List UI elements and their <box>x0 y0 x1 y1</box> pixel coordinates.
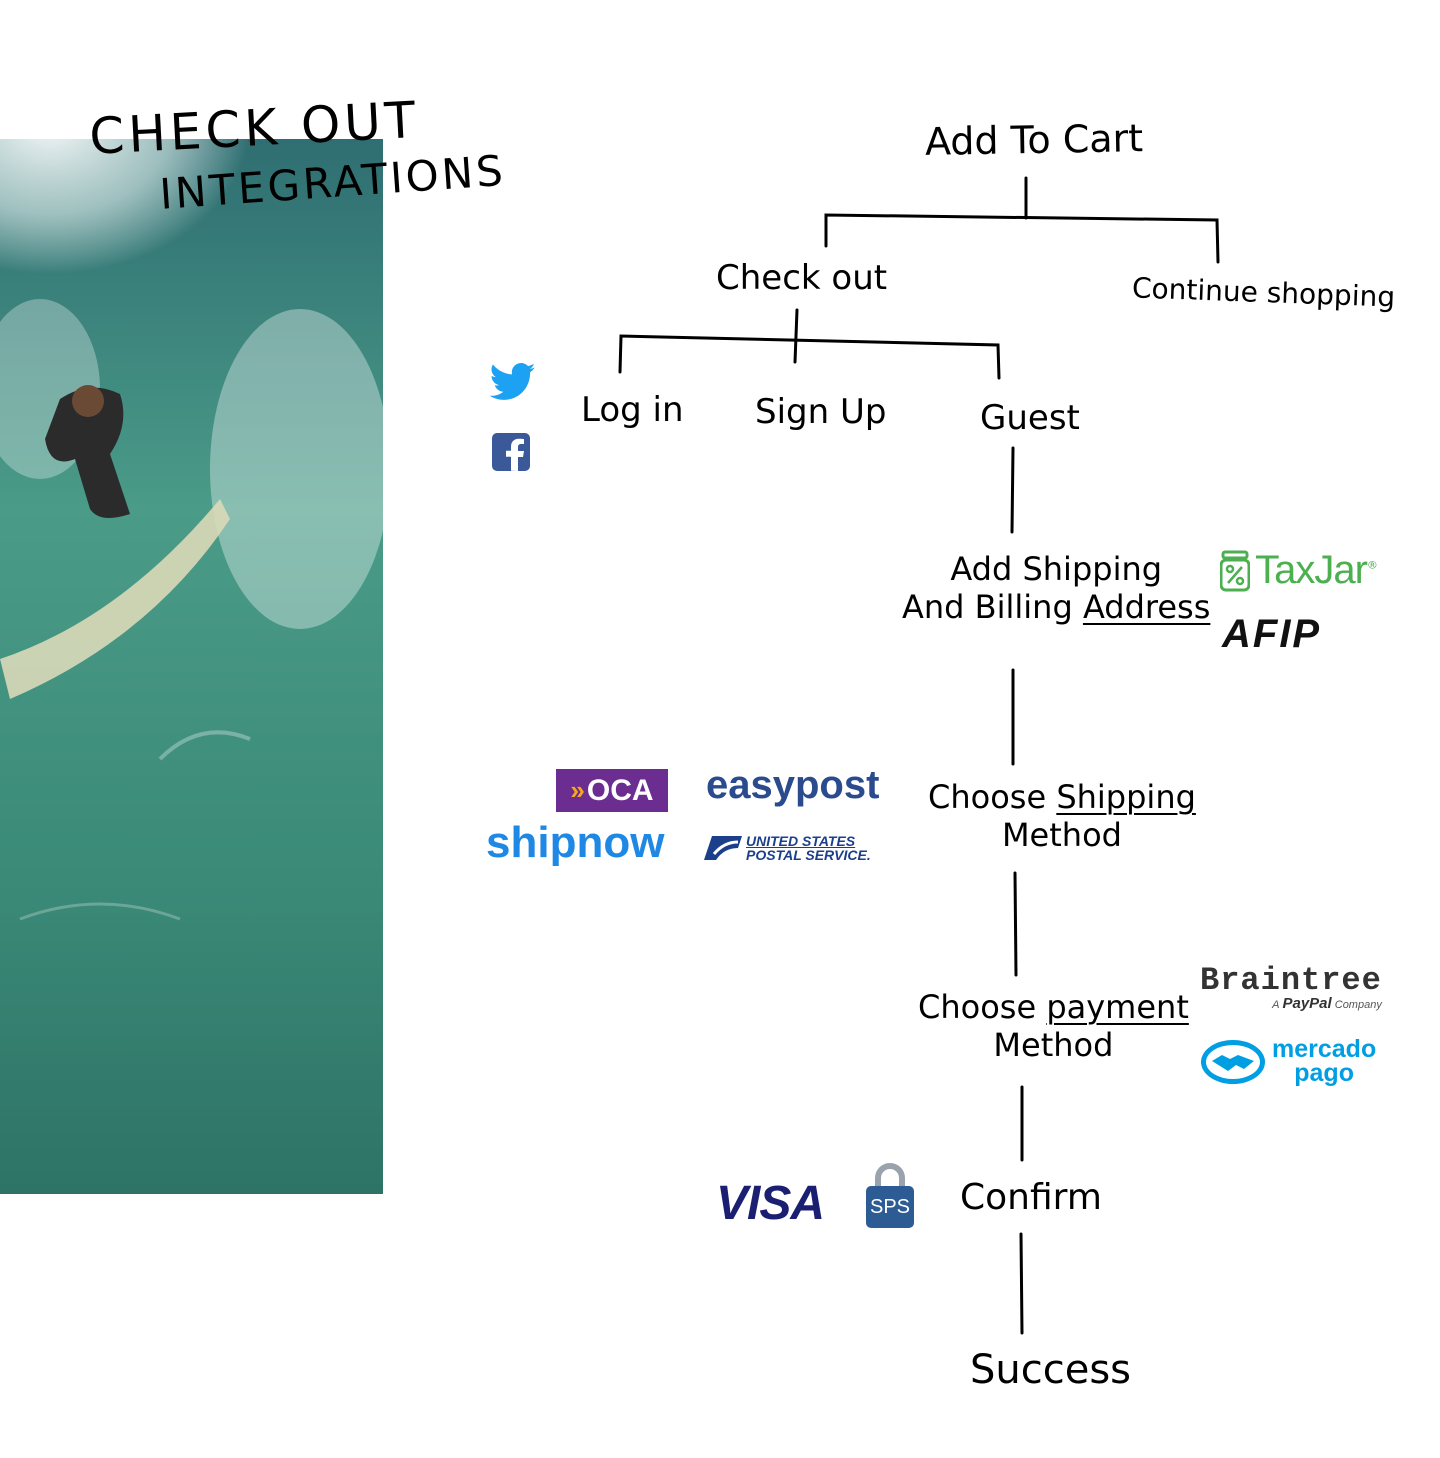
usps-line2: POSTAL SERVICE. <box>746 847 871 863</box>
node-choose-shipping-line1b: Shipping <box>1056 778 1196 816</box>
taxjar-jar-icon <box>1219 550 1251 591</box>
connector-cart-branch <box>824 213 1220 264</box>
node-choose-shipping-method: Choose Shipping Method <box>928 778 1196 855</box>
node-choose-payment-line1b: payment <box>1046 988 1189 1026</box>
taxjar-wordmark: TaxJar <box>1255 548 1368 592</box>
oca-logo: » OCA <box>556 769 668 812</box>
braintree-sub-a: A <box>1272 999 1280 1011</box>
node-log-in: Log in <box>581 390 684 431</box>
usps-eagle-icon <box>704 836 742 860</box>
node-confirm: Confirm <box>960 1176 1102 1219</box>
node-confirm-label: Confirm <box>960 1177 1102 1218</box>
node-add-shipping-line2a: And Billing <box>902 588 1073 627</box>
sps-logo: SPS <box>866 1162 914 1228</box>
mercadopago-logo: mercado pago <box>1200 1035 1377 1087</box>
node-add-to-cart-label: Add To Cart <box>924 116 1144 164</box>
node-sign-up: Sign Up <box>755 392 886 433</box>
afip-wordmark: AFIP <box>1222 612 1322 656</box>
node-choose-payment-line1a: Choose <box>918 988 1037 1026</box>
braintree-wordmark: Braintree <box>1200 962 1382 999</box>
taxjar-logo: TaxJar® <box>1219 548 1378 592</box>
sps-padlock-icon <box>866 1163 914 1228</box>
node-log-in-label: Log in <box>581 390 684 430</box>
sps-wordmark: SPS <box>869 1196 911 1218</box>
connector-confirm-success <box>1019 1232 1024 1335</box>
node-choose-shipping-line1: Choose Shipping <box>928 778 1196 816</box>
mercadopago-line1: mercado <box>1272 1035 1377 1063</box>
braintree-logo: Braintree A PayPal Company <box>1200 962 1382 1012</box>
braintree-subline: A PayPal Company <box>1200 995 1382 1012</box>
oca-wordmark: OCA <box>586 773 654 807</box>
node-add-shipping-line2b: Address <box>1082 588 1211 627</box>
twitter-icon[interactable] <box>489 362 536 406</box>
afip-logo: AFIP <box>1222 612 1321 657</box>
connector-guest-shipping <box>1010 446 1015 534</box>
node-success-label: Success <box>970 1347 1132 1393</box>
easypost-logo: easypost <box>706 763 879 808</box>
visa-logo: VISA <box>716 1176 825 1231</box>
node-add-shipping: Add Shipping And Billing Address <box>902 550 1210 627</box>
connector-checkout <box>793 308 799 364</box>
facebook-icon[interactable] <box>492 433 530 475</box>
node-check-out-label: Check out <box>716 258 888 298</box>
visa-wordmark: VISA <box>716 1177 825 1230</box>
easypost-wordmark: easypost <box>706 763 880 807</box>
connector-checkout-branch <box>618 334 1001 380</box>
taxjar-registered-mark: ® <box>1366 558 1378 572</box>
node-add-shipping-line1: Add Shipping <box>950 550 1163 588</box>
node-sign-up-label: Sign Up <box>755 392 887 432</box>
braintree-sub-b: PayPal <box>1282 995 1332 1012</box>
node-success: Success <box>970 1346 1131 1394</box>
node-choose-payment-method: Choose payment Method <box>918 988 1189 1065</box>
node-guest: Guest <box>980 398 1080 439</box>
oca-arrow-icon: » <box>570 775 585 805</box>
node-choose-shipping-line2: Method <box>1001 816 1122 855</box>
shipnow-wordmark: shipnow <box>486 818 665 867</box>
node-guest-label: Guest <box>980 398 1080 438</box>
node-add-to-cart: Add To Cart <box>925 116 1144 165</box>
node-check-out: Check out <box>716 258 887 299</box>
usps-line1: UNITED STATES <box>746 833 856 849</box>
node-continue-shopping-label: Continue shopping <box>1131 271 1396 314</box>
node-continue-shopping: Continue shopping <box>1131 271 1396 314</box>
node-choose-payment-line2: Method <box>993 1026 1114 1065</box>
mercadopago-line2: pago <box>1294 1058 1354 1087</box>
shipnow-logo: shipnow <box>486 818 664 868</box>
node-add-shipping-line2: And Billing Address <box>902 588 1210 626</box>
usps-logo: UNITED STATES POSTAL SERVICE. <box>702 834 871 862</box>
connector-method-payment <box>1013 871 1018 977</box>
mercadopago-handshake-icon <box>1201 1039 1265 1084</box>
node-choose-shipping-line1a: Choose <box>928 778 1047 816</box>
surfer-photo <box>0 139 383 1194</box>
node-choose-payment-line1: Choose payment <box>918 988 1189 1026</box>
braintree-sub-c: Company <box>1334 999 1382 1011</box>
